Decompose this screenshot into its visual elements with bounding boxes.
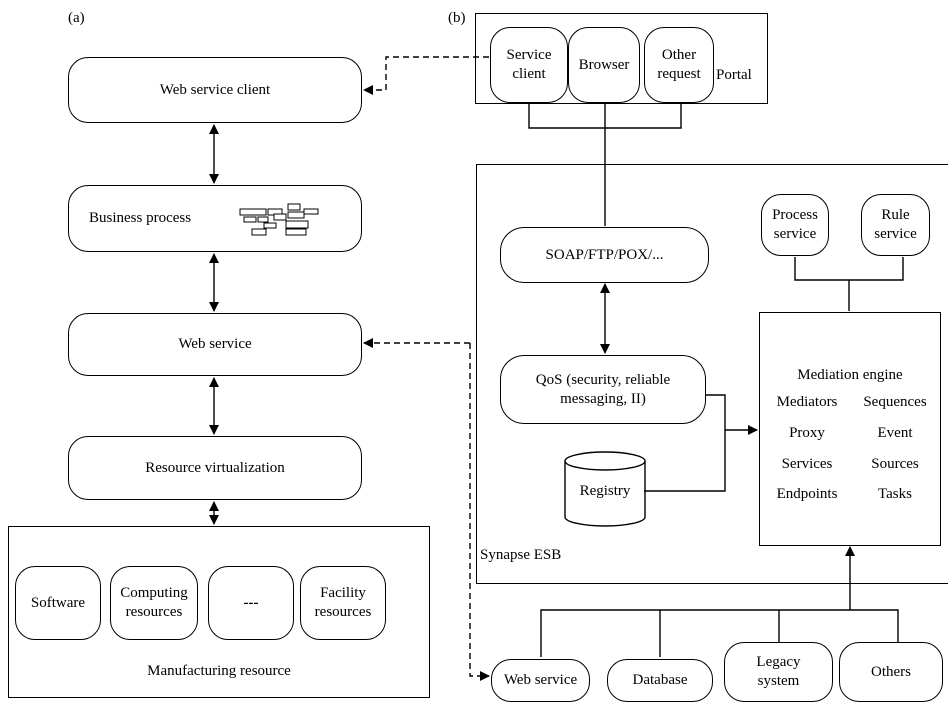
backend-bus-line: [540, 609, 899, 657]
rule-service-line1: Rule: [881, 207, 910, 223]
panel-label-a: (a): [68, 10, 85, 26]
software-box: Software: [15, 566, 101, 640]
mediation-item-sources: Sources: [871, 456, 919, 472]
mediation-item-endpoints: Endpoints: [776, 486, 838, 502]
computing-label-line2: resources: [125, 604, 183, 620]
software-label: Software: [30, 594, 86, 611]
mediation-item-event: Event: [877, 425, 913, 441]
process-service-line1: Process: [772, 207, 818, 223]
mediation-item-sequences: Sequences: [863, 394, 927, 410]
facility-label-line1: Facility: [320, 585, 366, 601]
resource-virtualization-box: Resource virtualization: [68, 436, 362, 500]
line-registry-merge: [644, 430, 726, 492]
facility-resources-box: Facility resources: [300, 566, 386, 640]
line-qos-merge: [706, 394, 726, 430]
more-resources-box: ---: [208, 566, 294, 640]
backend-web-service-label: Web service: [503, 672, 578, 688]
manufacturing-resource-label: Manufacturing resource: [147, 663, 291, 679]
registry-label: Registry: [579, 483, 631, 499]
backend-database-label: Database: [632, 672, 688, 688]
backend-others-label: Others: [871, 663, 911, 680]
synapse-esb-container: [476, 164, 948, 584]
protocol-label: SOAP/FTP/POX/...: [545, 246, 664, 263]
process-service-line2: service: [773, 226, 817, 242]
portal-other-request-box: Other request: [644, 27, 714, 103]
dashed-arrow-esb-backend: [469, 343, 490, 681]
portal-browser-box: Browser: [568, 27, 640, 103]
portal-service-client-box: Service client: [490, 27, 568, 103]
rule-service-line2: service: [874, 226, 917, 242]
process-service-box: Process service: [761, 194, 829, 256]
backend-legacy-system-box: Legacy system: [724, 642, 833, 702]
protocol-box: SOAP/FTP/POX/...: [500, 227, 709, 283]
mediation-item-mediators: Mediators: [776, 394, 838, 410]
other-request-line2: request: [657, 66, 701, 82]
qos-line2: messaging, II): [560, 390, 646, 407]
mediation-item-proxy: Proxy: [789, 425, 825, 441]
ellipsis-label: ---: [243, 594, 259, 611]
portal-container: [475, 13, 768, 104]
web-service-client-label: Web service client: [159, 81, 271, 98]
portal-label: Portal: [716, 67, 752, 83]
facility-label-line2: resources: [314, 604, 372, 620]
registry-cylinder-body: [564, 461, 646, 527]
dashed-arrow-portal-client: [363, 56, 489, 95]
workflow-icon: [239, 203, 319, 236]
service-client-line1: Service: [506, 47, 552, 63]
mediation-item-tasks: Tasks: [878, 486, 912, 502]
legacy-line1: Legacy: [756, 654, 801, 670]
web-service-box: Web service: [68, 313, 362, 376]
backend-others-box: Others: [839, 642, 943, 702]
panel-label-b: (b): [448, 10, 466, 26]
business-process-label: Business process: [89, 210, 192, 226]
legacy-line2: system: [757, 673, 800, 689]
mediation-engine-title: Mediation engine: [797, 367, 903, 383]
synapse-esb-label: Synapse ESB: [480, 547, 562, 563]
registry-cylinder-top: [564, 451, 646, 471]
browser-label: Browser: [578, 56, 630, 73]
backend-web-service-box: Web service: [491, 659, 590, 702]
computing-label-line1: Computing: [120, 585, 188, 601]
rule-service-box: Rule service: [861, 194, 930, 256]
business-process-box: Business process: [68, 185, 362, 252]
backend-database-box: Database: [607, 659, 713, 702]
other-request-line1: Other: [661, 47, 697, 63]
computing-resources-box: Computing resources: [110, 566, 198, 640]
qos-line1: QoS (security, reliable: [535, 371, 671, 388]
mediation-item-services: Services: [781, 456, 833, 472]
qos-box: QoS (security, reliable messaging, II): [500, 355, 706, 424]
web-service-client-box: Web service client: [68, 57, 362, 123]
mediation-engine-box: [759, 312, 941, 546]
resource-virtualization-label: Resource virtualization: [145, 459, 285, 476]
web-service-label: Web service: [178, 336, 252, 352]
service-client-line2: client: [512, 66, 546, 82]
